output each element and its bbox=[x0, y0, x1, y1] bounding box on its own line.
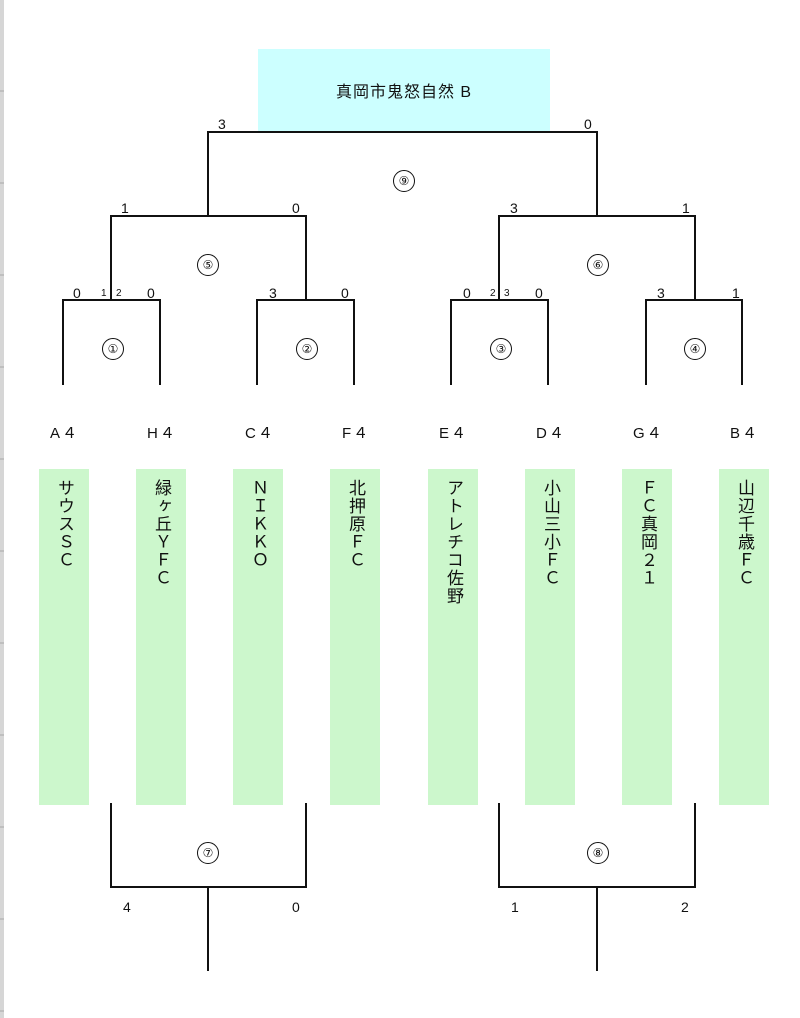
match-2-score-right: 0 bbox=[341, 285, 349, 301]
match-9-number: ⑨ bbox=[393, 170, 415, 192]
match-1-pk-right: 2 bbox=[116, 288, 122, 299]
match-5-number: ⑤ bbox=[197, 254, 219, 276]
team-column: アトレチコ佐野 bbox=[428, 469, 478, 805]
match-2-number: ② bbox=[296, 338, 318, 360]
final-bracket-line bbox=[207, 131, 598, 216]
page-left-edge bbox=[0, 0, 4, 1018]
team-seed: B４ bbox=[730, 425, 760, 442]
team-name: ＮＩＫＫＯ bbox=[249, 479, 268, 569]
match-3-number: ③ bbox=[490, 338, 512, 360]
match-2-bracket-line bbox=[256, 299, 355, 385]
team-seed: G４ bbox=[633, 425, 664, 442]
champion-box: 真岡市鬼怒自然 B bbox=[258, 49, 550, 131]
team-seed: C４ bbox=[245, 425, 275, 442]
team-column: 山辺千歳ＦＣ bbox=[719, 469, 769, 805]
team-column: 北押原ＦＣ bbox=[330, 469, 380, 805]
final-score-right: 0 bbox=[584, 116, 592, 132]
team-name: 緑ヶ丘ＹＦＣ bbox=[152, 479, 171, 587]
match-3-pk-left: 2 bbox=[490, 288, 496, 299]
team-column: サウスＳＣ bbox=[39, 469, 89, 805]
team-name: サウスＳＣ bbox=[55, 479, 74, 569]
team-seed: F４ bbox=[342, 425, 371, 442]
match-4-score-left: 3 bbox=[657, 285, 665, 301]
match-3-bracket-line bbox=[450, 299, 549, 385]
match-8-score-left: 1 bbox=[511, 899, 519, 915]
match-2-score-left: 3 bbox=[269, 285, 277, 301]
match-4-bracket-line bbox=[645, 299, 743, 385]
match-3-score-right: 0 bbox=[535, 285, 543, 301]
team-column: ＮＩＫＫＯ bbox=[233, 469, 283, 805]
team-column: ＦＣ真岡２１ bbox=[622, 469, 672, 805]
team-name: ＦＣ真岡２１ bbox=[638, 479, 657, 587]
semi-left-score-right: 0 bbox=[292, 200, 300, 216]
match-1-pk-left: 1 bbox=[101, 288, 107, 299]
champion-name: 真岡市鬼怒自然 B bbox=[335, 84, 473, 101]
match-1-score-right: 0 bbox=[147, 285, 155, 301]
match-4-number: ④ bbox=[684, 338, 706, 360]
match-3-pk-right: 3 bbox=[504, 288, 510, 299]
semi-right-score-left: 3 bbox=[510, 200, 518, 216]
team-seed: D４ bbox=[536, 425, 566, 442]
semi-left-score-left: 1 bbox=[121, 200, 129, 216]
match-7-number: ⑦ bbox=[197, 842, 219, 864]
match-1-bracket-line bbox=[62, 299, 161, 385]
team-seed: H４ bbox=[147, 425, 177, 442]
match-8-score-right: 2 bbox=[681, 899, 689, 915]
semi-right-bracket-line bbox=[498, 215, 696, 301]
team-seed: E４ bbox=[439, 425, 469, 442]
team-column: 小山三小ＦＣ bbox=[525, 469, 575, 805]
match-7-score-right: 0 bbox=[292, 899, 300, 915]
match-1-number: ① bbox=[102, 338, 124, 360]
match-4-score-right: 1 bbox=[732, 285, 740, 301]
semi-left-bracket-line bbox=[110, 215, 307, 301]
semi-right-score-right: 1 bbox=[682, 200, 690, 216]
team-seed: A４ bbox=[50, 425, 80, 442]
team-name: アトレチコ佐野 bbox=[444, 479, 463, 605]
final-score-left: 3 bbox=[218, 116, 226, 132]
match-7-score-left: 4 bbox=[123, 899, 131, 915]
team-column: 緑ヶ丘ＹＦＣ bbox=[136, 469, 186, 805]
match-1-score-left: 0 bbox=[73, 285, 81, 301]
match-3-score-left: 0 bbox=[463, 285, 471, 301]
match-8-number: ⑧ bbox=[587, 842, 609, 864]
team-name: 小山三小ＦＣ bbox=[541, 479, 560, 587]
team-name: 山辺千歳ＦＣ bbox=[735, 479, 754, 587]
match-6-number: ⑥ bbox=[587, 254, 609, 276]
team-name: 北押原ＦＣ bbox=[346, 479, 365, 569]
